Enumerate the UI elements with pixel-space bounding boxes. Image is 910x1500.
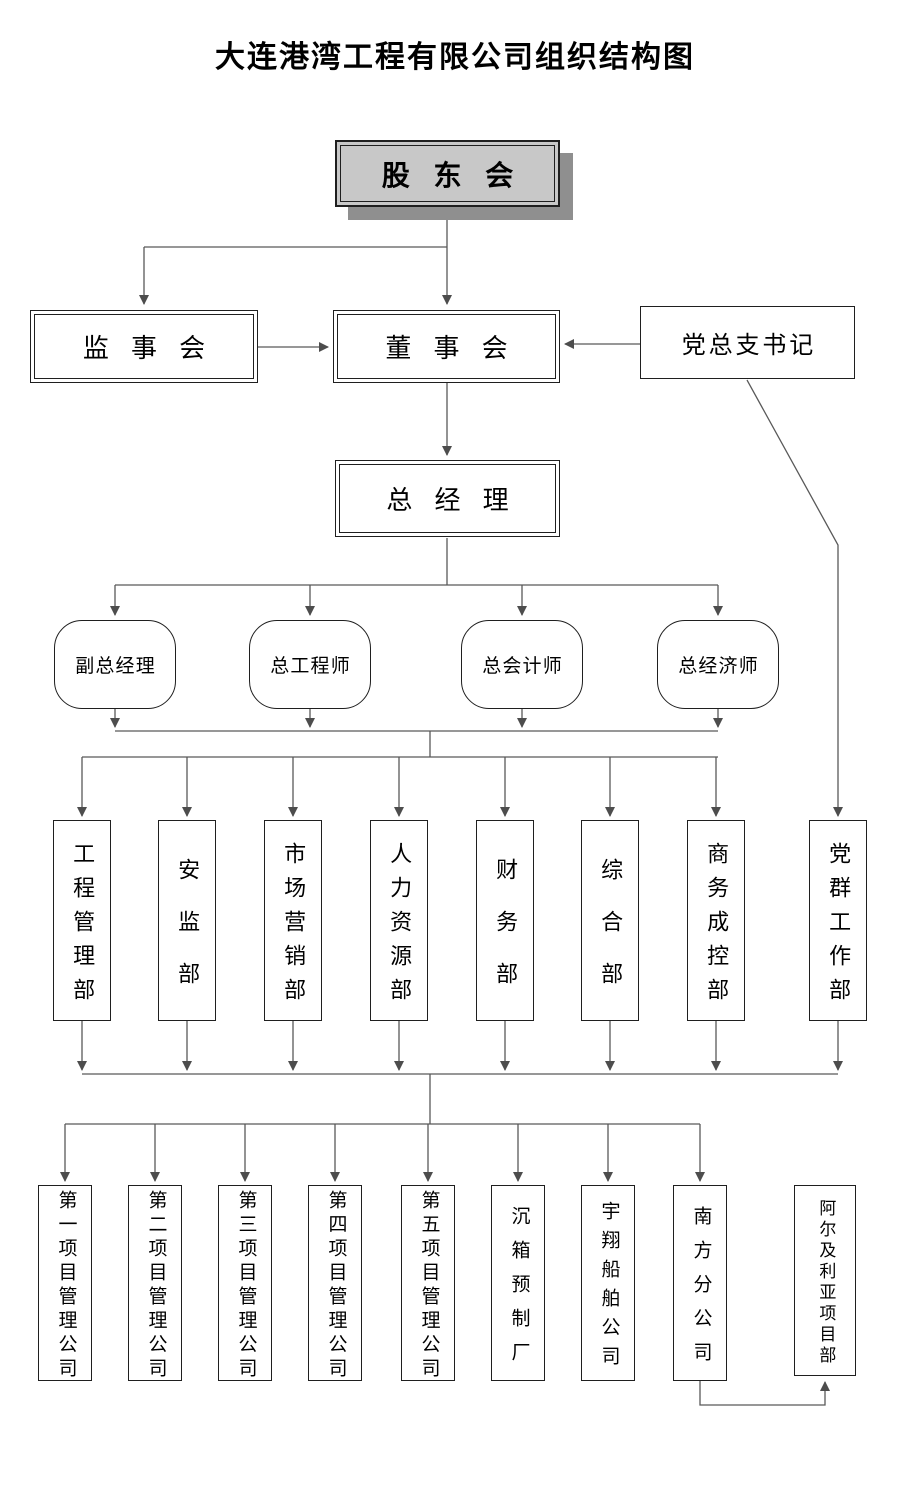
node-general-manager: 总 经 理	[335, 460, 560, 537]
department-label: 党群工作部	[826, 841, 852, 1012]
department-label: 财务部	[493, 857, 519, 1014]
node-chief-accountant: 总会计师	[461, 620, 583, 709]
node-chief-economist: 总经济师	[657, 620, 779, 709]
node-deputy-general-manager-label: 副总经理	[75, 656, 156, 677]
node-deputy-general-manager: 副总经理	[54, 620, 176, 709]
department-label: 商务成控部	[704, 841, 730, 1012]
subsidiary-box-project-company-2: 第二项目管理公司	[128, 1185, 182, 1382]
node-chief-engineer: 总工程师	[249, 620, 371, 709]
subsidiary-label: 第二项目管理公司	[145, 1189, 167, 1382]
node-party-secretary: 党总支书记	[640, 306, 855, 379]
subsidiary-label: 第五项目管理公司	[418, 1189, 440, 1382]
subsidiary-box-project-company-4: 第四项目管理公司	[308, 1185, 362, 1382]
node-supervisory-board-label: 监 事 会	[82, 334, 213, 363]
node-chief-engineer-label: 总工程师	[270, 656, 351, 677]
subsidiary-label: 第四项目管理公司	[325, 1189, 347, 1382]
subsidiary-box-project-company-5: 第五项目管理公司	[401, 1185, 455, 1382]
department-box-business-cost-control: 商务成控部	[687, 820, 745, 1021]
node-chief-economist-label: 总经济师	[678, 656, 759, 677]
node-shareholders: 股 东 会	[335, 140, 560, 207]
subsidiary-label: 阿尔及利亚项目部	[816, 1198, 836, 1367]
subsidiary-box-project-company-1: 第一项目管理公司	[38, 1185, 92, 1382]
subsidiary-box-project-company-3: 第三项目管理公司	[218, 1185, 272, 1382]
subsidiary-label: 宇翔船舶公司	[598, 1201, 620, 1375]
subsidiary-label: 南方分公司	[690, 1205, 712, 1376]
subsidiary-label: 第三项目管理公司	[235, 1189, 257, 1382]
subsidiary-box-caisson-prefab-plant: 沉箱预制厂	[491, 1185, 545, 1381]
subsidiary-box-algeria-project: 阿尔及利亚项目部	[794, 1185, 856, 1376]
department-label: 工程管理部	[70, 841, 96, 1012]
subsidiary-label: 沉箱预制厂	[508, 1205, 530, 1376]
department-box-human-resources: 人力资源部	[370, 820, 428, 1021]
department-box-general-affairs: 综合部	[581, 820, 639, 1021]
subsidiary-box-yuxiang-shipping: 宇翔船舶公司	[581, 1185, 635, 1381]
chart-title: 大连港湾工程有限公司组织结构图	[215, 41, 695, 74]
department-box-marketing: 市场营销部	[264, 820, 322, 1021]
node-shareholders-label: 股 东 会	[381, 160, 522, 192]
node-board-of-directors: 董 事 会	[333, 310, 560, 383]
department-label: 综合部	[598, 857, 624, 1014]
node-party-secretary-label: 党总支书记	[681, 333, 817, 359]
department-box-party-mass-work: 党群工作部	[809, 820, 867, 1021]
subsidiary-label: 第一项目管理公司	[55, 1189, 77, 1382]
department-label: 市场营销部	[281, 841, 307, 1012]
node-chief-accountant-label: 总会计师	[482, 656, 563, 677]
subsidiary-box-southern-branch: 南方分公司	[673, 1185, 727, 1381]
node-board-of-directors-label: 董 事 会	[385, 334, 516, 363]
department-label: 安监部	[175, 857, 201, 1014]
department-box-safety-supervision: 安监部	[158, 820, 216, 1021]
department-label: 人力资源部	[387, 841, 413, 1012]
department-box-engineering-management: 工程管理部	[53, 820, 111, 1021]
department-box-finance: 财务部	[476, 820, 534, 1021]
node-general-manager-label: 总 经 理	[386, 486, 517, 515]
node-supervisory-board: 监 事 会	[30, 310, 258, 383]
